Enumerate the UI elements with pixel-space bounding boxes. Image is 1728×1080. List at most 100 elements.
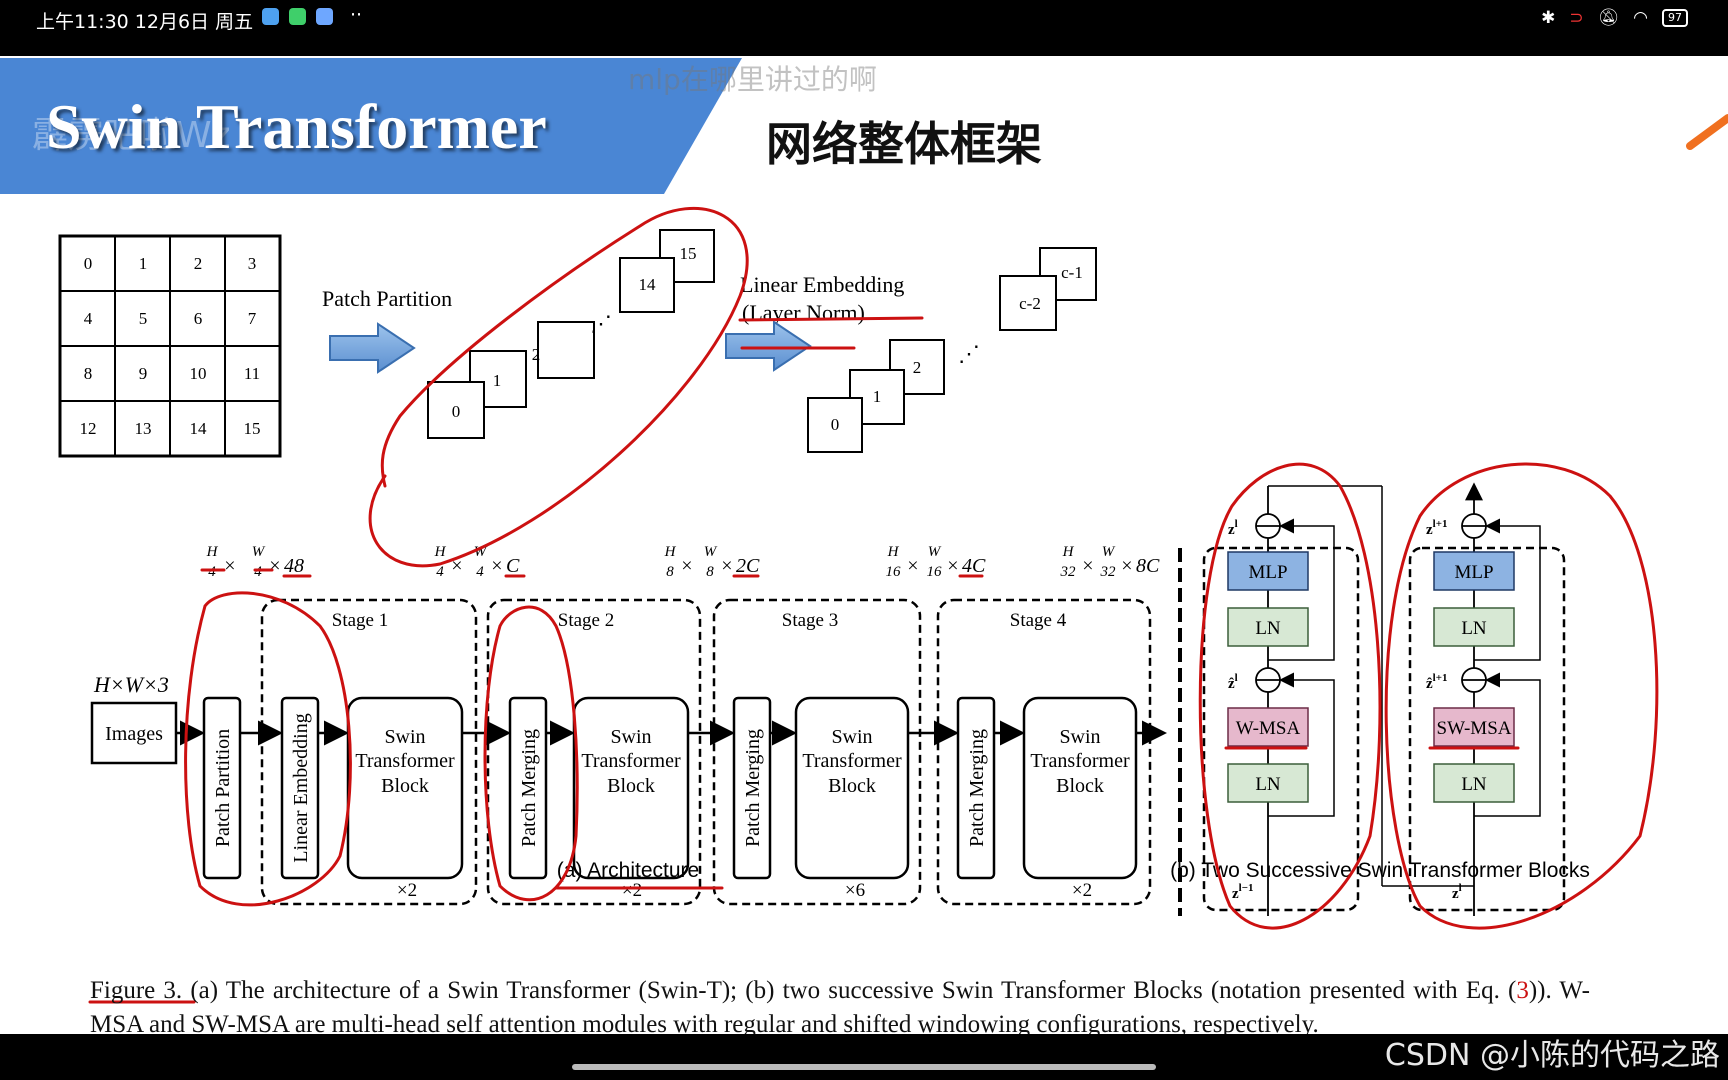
svg-text:0: 0 [831, 415, 840, 434]
svg-text:MLP: MLP [1454, 562, 1493, 583]
svg-text:c-1: c-1 [1061, 263, 1083, 282]
bluetooth-icon: ✱ [1541, 8, 1556, 28]
overlay-author-text: 霹雳吧啦Wz [32, 115, 231, 156]
app-icon [289, 8, 306, 25]
grid-cell: 6 [194, 309, 203, 328]
grid-cell: 1 [139, 254, 148, 273]
svg-text:Patch Merging: Patch Merging [518, 729, 540, 847]
svg-text:zl−1: zl−1 [1232, 882, 1254, 902]
recording-icon: ⊃ [1569, 8, 1584, 28]
figure-caption: Figure 3. (a) The architecture of a Swin… [90, 974, 1590, 1042]
svg-text:4C: 4C [962, 555, 986, 577]
grid-cell: 4 [84, 309, 93, 328]
embedded-patches: 2 1 0 ⋰ c-1 c-2 [807, 247, 1097, 453]
svg-text:1: 1 [493, 371, 502, 390]
svg-text:H: H [664, 544, 677, 560]
svg-text:×: × [1120, 555, 1134, 577]
patch-partition-label: Patch Partition [322, 286, 452, 311]
status-bar: 上午11:30 12月6日 周五 ·· ✱ ⊃ 🔕︎ ◠ 97 [0, 0, 1728, 56]
mute-icon: 🔕︎ [1597, 8, 1620, 28]
svg-text:H: H [887, 544, 900, 560]
swin-block-swmsa: MLP LN SW-MSA LN zl+1 ẑl+1 zl [1382, 482, 1566, 916]
svg-text:LN: LN [1255, 774, 1281, 795]
svg-text:×: × [720, 555, 734, 577]
stage-2: Stage 2 Patch Merging Swin Transformer B… [486, 598, 702, 906]
stage-1: Stage 1 Linear Embedding Swin Transforme… [260, 598, 478, 906]
input-dims: H×W×3 [93, 672, 169, 697]
svg-text:Stage 2: Stage 2 [558, 610, 614, 631]
partition-arrow-icon [329, 322, 416, 374]
caption-text-1: (a) The architecture of a Swin Transform… [182, 977, 1517, 1004]
dim-label-stage2: H 8 × W 8 × 2C [664, 544, 760, 580]
svg-text:Transformer: Transformer [802, 750, 902, 772]
svg-text:1: 1 [873, 387, 882, 406]
grid-cell: 9 [139, 364, 148, 383]
more-notifications-icon: ·· [350, 4, 363, 26]
grid-cell: 12 [80, 419, 97, 438]
svg-text:×2: ×2 [622, 880, 642, 901]
svg-text:16: 16 [927, 564, 943, 580]
svg-text:×: × [946, 555, 960, 577]
app-notification-icons [262, 8, 333, 25]
svg-text:32: 32 [1100, 564, 1117, 580]
app-icon [316, 8, 333, 25]
svg-text:zl: zl [1228, 518, 1238, 538]
svg-text:ẑl: ẑl [1228, 672, 1238, 692]
grid-cell: 2 [194, 254, 203, 273]
svg-text:2: 2 [532, 345, 541, 364]
patch-grid: 0 1 2 3 4 5 6 7 8 9 10 11 12 13 14 15 [58, 234, 282, 458]
svg-text:2: 2 [913, 358, 922, 377]
svg-text:×6: ×6 [845, 880, 865, 901]
dim-label-stage4: H 32 × W 32 × 8C [1060, 544, 1161, 580]
svg-text:×: × [490, 555, 504, 577]
svg-text:Swin: Swin [610, 726, 651, 748]
svg-text:LN: LN [1461, 618, 1487, 639]
slide-subtitle: 网络整体框架 [766, 117, 1042, 171]
svg-text:8: 8 [706, 564, 714, 580]
svg-text:LN: LN [1255, 618, 1281, 639]
patch-partition-box [202, 696, 242, 880]
svg-text:zl+1: zl+1 [1426, 518, 1448, 538]
svg-text:Swin: Swin [1059, 726, 1100, 748]
svg-text:W: W [252, 544, 266, 560]
caption-text-2: )). W-MSA and SW-MSA are multi-head self… [90, 977, 1590, 1038]
svg-text:32: 32 [1060, 564, 1077, 580]
svg-text:Linear Embedding: Linear Embedding [290, 713, 312, 862]
svg-text:0: 0 [452, 402, 461, 421]
svg-text:Patch Merging: Patch Merging [742, 729, 764, 847]
grid-cell: 14 [190, 419, 208, 438]
stage-3: Stage 3 Patch Merging Swin Transformer B… [712, 598, 922, 906]
swin-block-wmsa: MLP LN W-MSA LN zl ẑl zl−1 [1202, 485, 1383, 916]
grid-cell: 8 [84, 364, 93, 383]
svg-text:⋰: ⋰ [958, 341, 980, 366]
partitioned-patches: 2 1 0 ⋰ 15 14 [427, 229, 715, 439]
svg-text:C: C [506, 555, 520, 577]
figure-label: Figure 3. [90, 977, 183, 1004]
equation-link[interactable]: 3 [1516, 977, 1529, 1004]
grid-cell: 7 [248, 309, 257, 328]
embedding-arrow-icon [725, 320, 812, 372]
svg-text:Transformer: Transformer [1030, 750, 1130, 772]
wifi-icon: ◠ [1633, 8, 1648, 28]
svg-text:16: 16 [886, 564, 902, 580]
grid-cell: 0 [84, 254, 93, 273]
svg-text:W: W [928, 544, 942, 560]
grid-cell: 10 [190, 364, 207, 383]
svg-text:zl: zl [1452, 882, 1462, 902]
svg-text:2C: 2C [736, 555, 760, 577]
slide-title: Swin Transformer [46, 91, 547, 162]
caption-b: (b) Two Successive Swin Transformer Bloc… [1170, 859, 1590, 882]
title-banner [0, 58, 1728, 194]
svg-text:W: W [704, 544, 718, 560]
svg-text:×: × [1081, 555, 1095, 577]
svg-text:Block: Block [381, 775, 429, 797]
dim-label-stage3: H 16 × W 16 × 4C [886, 544, 987, 580]
stage-4: Stage 4 Patch Merging Swin Transformer B… [936, 598, 1152, 906]
svg-text:MLP: MLP [1248, 562, 1287, 583]
svg-text:×: × [223, 555, 237, 577]
home-indicator[interactable] [572, 1064, 1156, 1070]
svg-text:48: 48 [284, 555, 304, 577]
svg-text:Patch Partition: Patch Partition [212, 729, 234, 847]
svg-text:Block: Block [1056, 775, 1104, 797]
red-annotations [88, 206, 1659, 1004]
